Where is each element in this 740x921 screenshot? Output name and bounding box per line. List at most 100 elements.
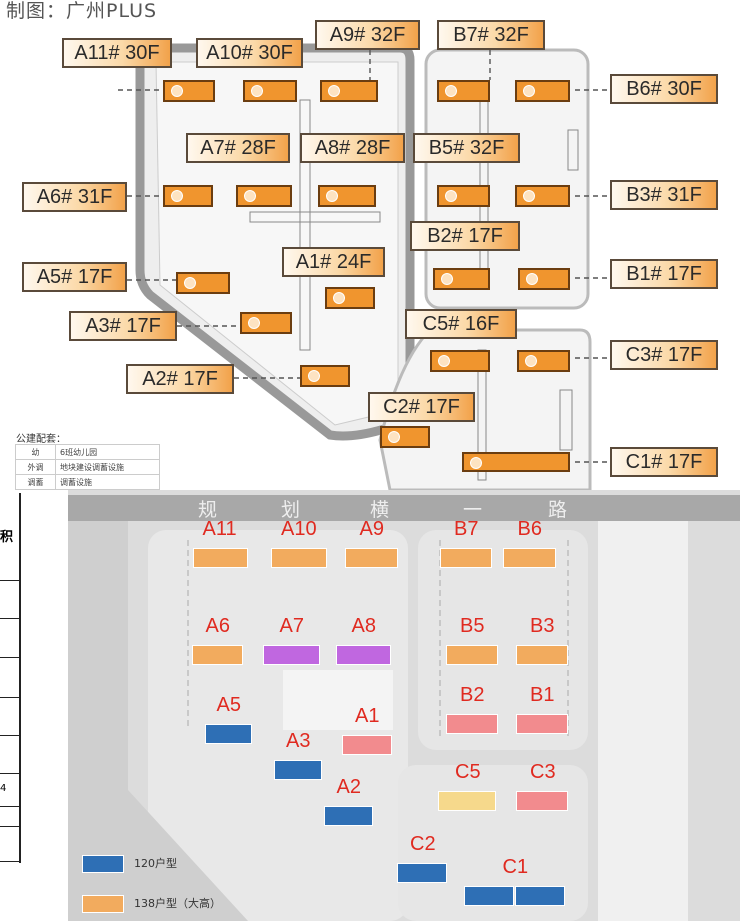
building-footprint	[518, 268, 570, 290]
building-marker-icon	[523, 85, 535, 97]
unit-label: B6	[517, 518, 542, 540]
building-footprint	[163, 185, 213, 207]
facility-name: 6班幼儿园	[55, 444, 160, 460]
road-name-char: 划	[281, 499, 301, 521]
building-marker-icon	[248, 317, 260, 329]
unit-bar	[446, 714, 498, 734]
building-tag: B7# 32F	[437, 20, 545, 50]
unit-label: C3	[530, 761, 556, 783]
building-marker-icon	[470, 457, 482, 469]
unit-bar	[192, 645, 243, 665]
unit-bar	[516, 714, 568, 734]
unit-bar	[446, 645, 498, 665]
legend-swatch	[82, 855, 124, 873]
unit-label: A10	[281, 518, 317, 540]
building-tag: C3# 17F	[610, 340, 718, 370]
unit-label: A2	[336, 776, 361, 798]
unit-bar	[464, 886, 514, 906]
building-tag: C2# 17F	[368, 392, 475, 422]
building-marker-icon	[526, 273, 538, 285]
building-marker-icon	[326, 190, 338, 202]
road-name-char: 路	[548, 499, 568, 521]
building-footprint	[380, 426, 430, 448]
unit-bar	[263, 645, 320, 665]
unit-bar	[193, 548, 248, 568]
road-name-char: 横	[370, 499, 390, 521]
unit-bar	[438, 791, 496, 811]
building-marker-icon	[328, 85, 340, 97]
unit-label: B1	[530, 684, 555, 706]
side-table-header: 积	[0, 530, 14, 545]
unit-label: C1	[502, 856, 529, 878]
unit-label: B2	[460, 684, 485, 706]
facility-name: 调蓄设施	[55, 474, 160, 490]
legend-label: 138户型（大高）	[134, 897, 221, 910]
side-table-cell: 4	[0, 783, 7, 794]
unit-bar	[345, 548, 398, 568]
building-footprint	[325, 287, 375, 309]
facility-row: 外调地块建设调蓄设施	[15, 459, 160, 475]
building-marker-icon	[333, 292, 345, 304]
building-tag: B2# 17F	[410, 221, 520, 251]
building-footprint	[515, 185, 570, 207]
building-marker-icon	[251, 85, 263, 97]
road-name-char: 规	[198, 499, 218, 521]
building-tag: C1# 17F	[610, 447, 718, 477]
unit-bar	[336, 645, 391, 665]
building-marker-icon	[171, 190, 183, 202]
building-footprint	[300, 365, 350, 387]
unit-bar	[516, 791, 568, 811]
unit-bar	[274, 760, 322, 780]
unit-bar	[516, 645, 568, 665]
building-tag: B5# 32F	[413, 133, 520, 163]
unit-label: A9	[359, 518, 384, 540]
facility-code: 外调	[15, 459, 56, 475]
building-footprint	[430, 350, 490, 372]
unit-label: A5	[216, 694, 241, 716]
credit-text: 制图：广州PLUS	[6, 0, 158, 22]
unit-label: A11	[202, 518, 237, 540]
building-footprint	[462, 452, 570, 472]
unit-label: A6	[205, 615, 230, 637]
building-marker-icon	[184, 277, 196, 289]
unit-bar	[397, 863, 447, 883]
building-tag: B6# 30F	[610, 74, 718, 104]
building-marker-icon	[445, 85, 457, 97]
building-tag: B1# 17F	[610, 259, 718, 289]
building-tag: B3# 31F	[610, 180, 718, 210]
building-tag: A10# 30F	[196, 38, 303, 68]
legend-swatch	[82, 895, 124, 913]
building-tag: A9# 32F	[315, 20, 420, 50]
building-marker-icon	[388, 431, 400, 443]
building-marker-icon	[171, 85, 183, 97]
building-marker-icon	[438, 355, 450, 367]
unit-bar	[440, 548, 492, 568]
side-table-fragment: 积 4	[0, 493, 21, 863]
facility-code: 幼	[15, 444, 56, 460]
legend-label: 120户型	[134, 857, 177, 870]
unit-bar	[205, 724, 252, 744]
unit-bar	[342, 735, 392, 755]
building-footprint	[515, 80, 570, 102]
public-facilities-title: 公建配套：	[16, 434, 66, 445]
unit-label: B5	[460, 615, 485, 637]
unit-label: C5	[455, 761, 481, 783]
building-tag: C5# 16F	[405, 309, 517, 339]
unit-label: B3	[530, 615, 555, 637]
building-footprint	[433, 268, 490, 290]
unit-label: A3	[286, 730, 311, 752]
building-marker-icon	[441, 273, 453, 285]
unit-label: C2	[410, 833, 436, 855]
facility-name: 地块建设调蓄设施	[55, 459, 160, 475]
building-tag: A2# 17F	[126, 364, 234, 394]
building-tag: A5# 17F	[22, 262, 127, 292]
building-footprint	[236, 185, 292, 207]
building-tag: A8# 28F	[300, 133, 405, 163]
building-footprint	[437, 185, 490, 207]
unit-label: A1	[355, 705, 380, 727]
building-tag: A1# 24F	[282, 247, 385, 277]
facility-row: 调蓄调蓄设施	[15, 474, 160, 490]
building-footprint	[240, 312, 292, 334]
